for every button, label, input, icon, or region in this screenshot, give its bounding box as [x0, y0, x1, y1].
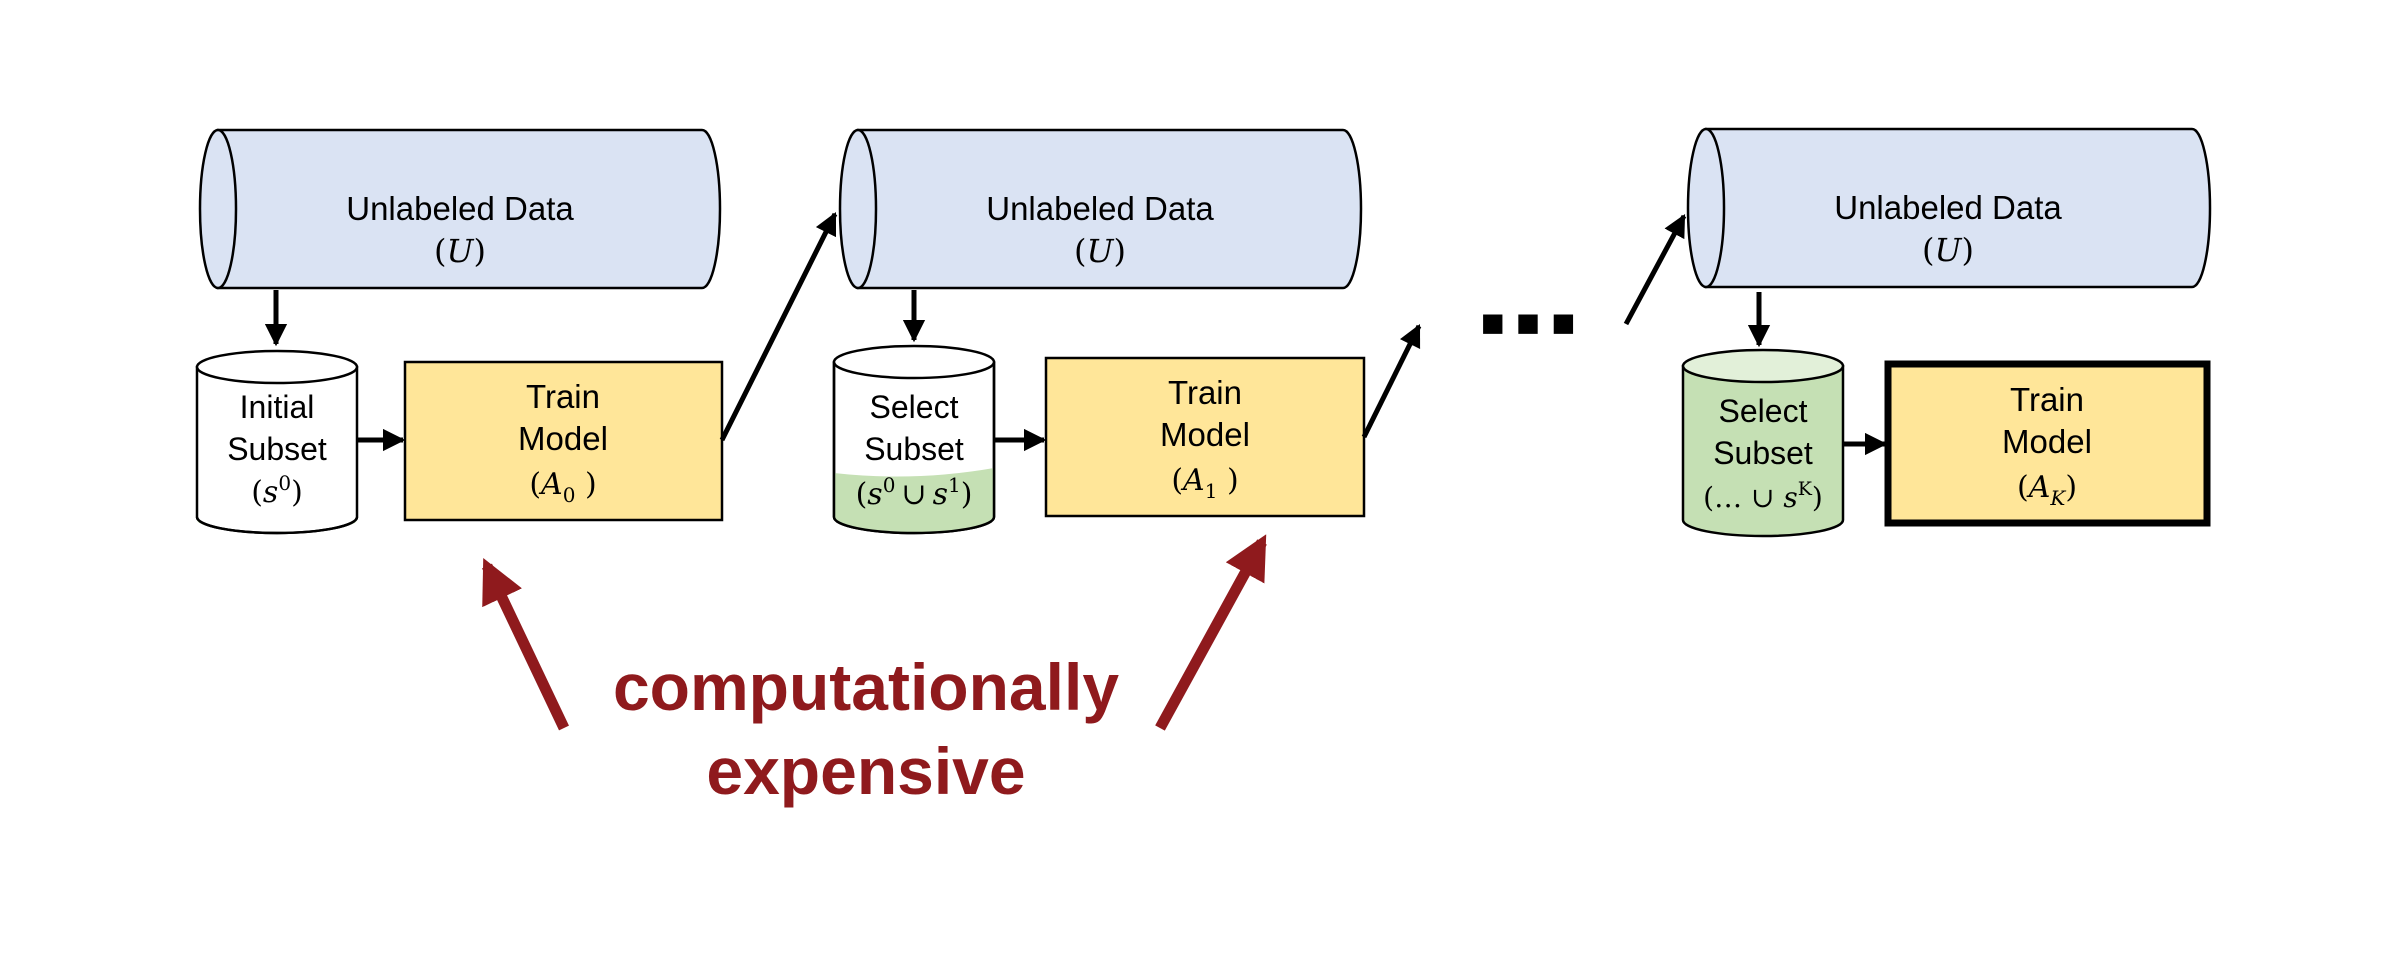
ellipsis-dots: ■ ■ ■ [1481, 301, 1576, 345]
train-model-symbol: (A0 ) [529, 467, 596, 507]
select-subset-cylinder-1: Select Subset (s0∪s1) [832, 344, 996, 535]
train-model-box-k: Train Model (AK) [1884, 360, 2211, 527]
arrow-train1-to-ellipsis [1361, 323, 1422, 439]
train-label-line2: Model [2002, 423, 2092, 460]
train-model-box-0: Train Model (A0 ) [403, 360, 724, 522]
arrow-ellipsis-to-poolk [1623, 214, 1687, 326]
arrow-train0-to-pool1 [719, 211, 838, 442]
train-model-box-1: Train Model (A1 ) [1044, 356, 1366, 518]
flow-arrows [264, 211, 1888, 456]
computational-cost-callout: computationally expensive [482, 534, 1267, 808]
train-label-line1: Train [526, 378, 600, 415]
callout-arrow-right [1155, 534, 1267, 731]
train-model-symbol: (AK) [2017, 470, 2077, 510]
train-label-line1: Train [2010, 381, 2084, 418]
unlabeled-data-pool-k: Unlabeled Data (U) [1686, 127, 2212, 289]
unlabeled-data-symbol: (U) [1074, 232, 1126, 270]
subset-set-expression: (… ∪ sK) [1703, 478, 1823, 514]
subset-label-line1: Initial [240, 389, 315, 425]
initial-subset-cylinder: Initial Subset (s0) [195, 349, 359, 535]
subset-label-line1: Select [870, 389, 959, 425]
subset-set-expression: (s0∪s1) [856, 473, 973, 512]
train-label-line2: Model [518, 420, 608, 457]
subset-label-line2: Subset [1713, 435, 1813, 471]
subset-label-line2: Subset [864, 431, 964, 467]
unlabeled-data-pool-0: Unlabeled Data (U) [198, 128, 722, 290]
callout-arrow-left [482, 558, 569, 731]
select-subset-cylinder-k: Select Subset (… ∪ sK) [1681, 348, 1845, 538]
unlabeled-data-symbol: (U) [1922, 231, 1974, 269]
callout-text-line1: computationally [613, 650, 1119, 724]
callout-text-line2: expensive [706, 734, 1025, 808]
unlabeled-data-symbol: (U) [434, 232, 486, 270]
unlabeled-data-title: Unlabeled Data [986, 190, 1214, 227]
train-model-symbol: (A1 ) [1171, 463, 1238, 503]
train-label-line2: Model [1160, 416, 1250, 453]
unlabeled-data-title: Unlabeled Data [346, 190, 574, 227]
unlabeled-data-pool-1: Unlabeled Data (U) [838, 128, 1363, 290]
subset-label-line2: Subset [227, 431, 327, 467]
subset-set-expression: (s0) [251, 471, 303, 510]
unlabeled-data-title: Unlabeled Data [1834, 189, 2062, 226]
subset-label-line1: Select [1719, 393, 1808, 429]
train-label-line1: Train [1168, 374, 1242, 411]
